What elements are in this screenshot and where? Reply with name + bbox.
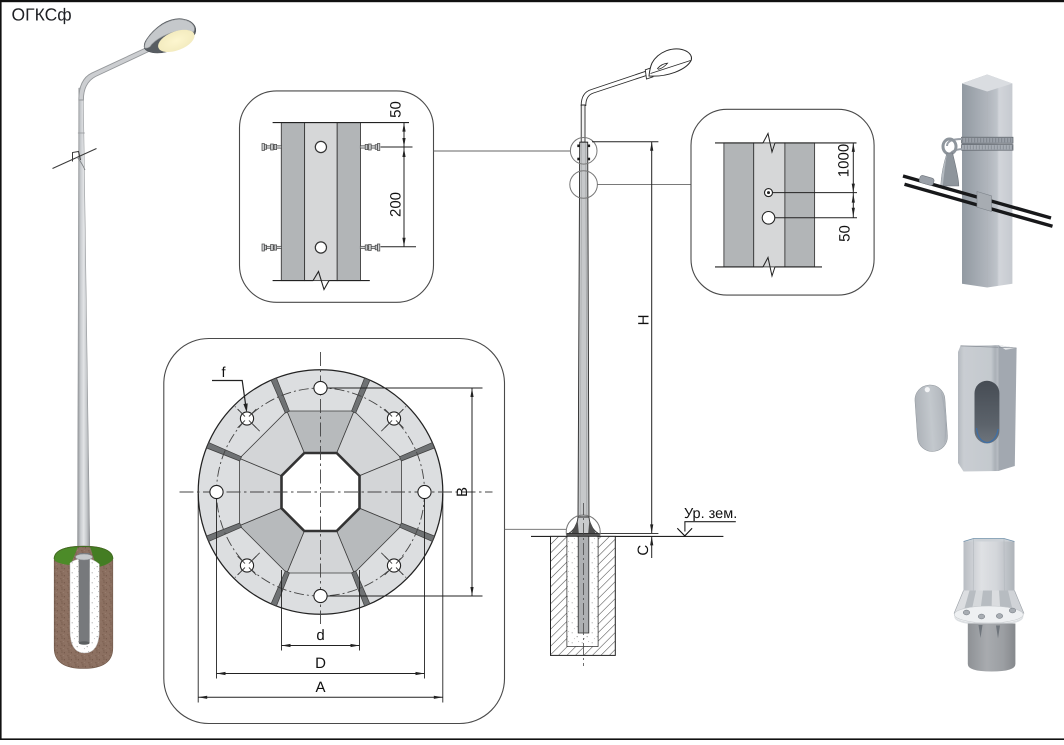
svg-text:50: 50 [836,225,853,242]
svg-text:ОГКСф: ОГКСф [12,5,72,25]
svg-text:A: A [315,679,325,696]
svg-text:50: 50 [387,101,404,118]
svg-text:d: d [316,627,324,644]
svg-text:1000: 1000 [835,144,852,177]
svg-text:Ур. зем.: Ур. зем. [684,506,737,522]
svg-text:200: 200 [387,192,404,217]
svg-text:H: H [635,315,652,326]
svg-text:B: B [454,487,471,497]
svg-text:С: С [635,545,652,556]
svg-text:D: D [315,655,326,672]
